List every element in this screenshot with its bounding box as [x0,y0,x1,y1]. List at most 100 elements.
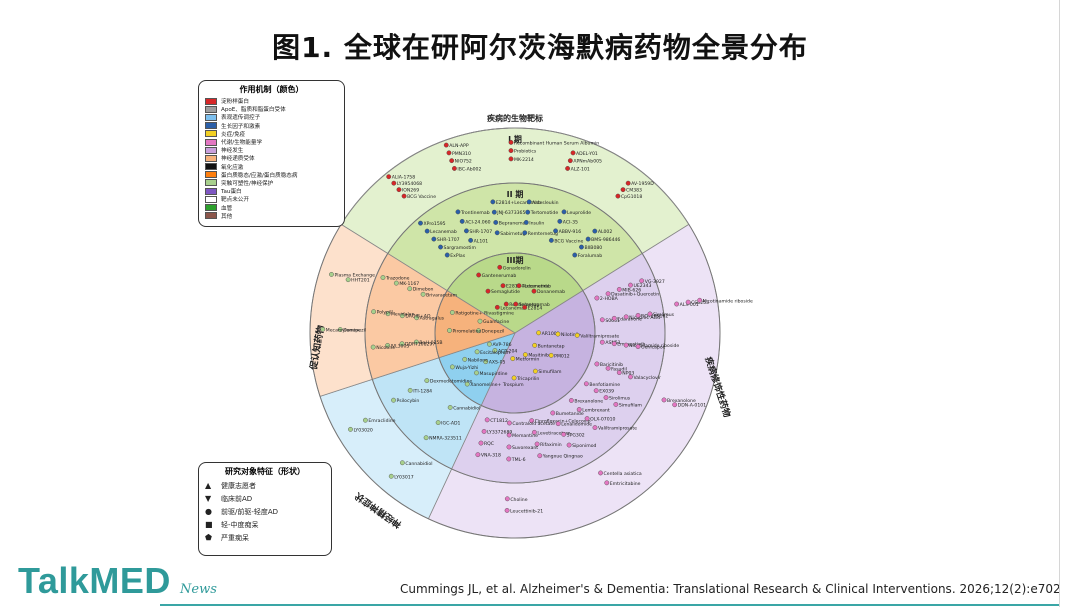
mechanism-color-swatch [205,171,217,179]
neuro-mid-drug-label: ITI-1284 [413,388,432,394]
dmt-mid-drug-label: OLX-07010 [590,417,615,423]
dmt-mid-drug-marker [616,370,622,375]
phase1-drug-marker [451,166,457,171]
mechanism-color-swatch [205,146,217,154]
dmt-mid-drug-marker [623,314,629,320]
dmt-mid-drug-marker [603,395,609,400]
dmt-outer-drug-label: Centella asiatica [604,471,642,477]
symptom-mid-drug-label: DDRT108297 [405,342,435,348]
phase2-drug-label: Aldesleukin [532,200,559,206]
phase3-drug-marker [497,264,503,270]
phase2-drug-marker [464,228,469,234]
phase3-drug-marker [500,283,506,289]
neuro-core-drug-marker [462,356,468,362]
shape-glyph-icon: ■ [205,520,213,529]
symptom-mid-drug-label: Astragalus [420,316,445,322]
symptom-core-drug-label: Rotigotine+ Rivastigmine [455,311,514,317]
citation-text: Cummings JL, et al. Alzheimer's & Dement… [400,582,1080,596]
shape-legend-item: ⬟严重痴呆 [199,531,331,544]
dmt-outer-drug-label: Leucettinib-21 [510,508,543,514]
phase1-drug-marker [565,166,571,171]
phase3-drug-marker [513,301,519,307]
phase1-drug-marker [567,158,573,164]
dmt-mid-drug-label: Sirolimus [609,396,631,402]
dmt-outer-drug-label: ALX-001 [680,302,699,308]
mechanism-color-swatch [205,179,217,187]
phase1-drug-label: Probiotics [514,149,537,155]
symptom-outer-drug-label: HHT201 [351,278,370,284]
dmt-mid-drug-marker [475,452,481,458]
inner-ring-outline [434,252,596,414]
mechanism-legend-item: 其他 [199,212,344,220]
neuro-outer-drug-label: LY03020 [353,427,372,433]
phase1-drug-label: ADEL-Y01 [576,151,598,157]
phase1-drug-marker [443,142,449,148]
dmt-mid-drug-marker [613,402,619,407]
phase2-drug-label: Insulin [529,220,544,226]
phase1-drug-marker [401,193,407,199]
phase1-drug-marker [446,150,452,156]
dmt-mid-drug-label: Contraloid acetate [512,421,555,427]
phase3-drug-label: Solanezumab [519,302,550,308]
shape-legend-title: 研究对象特征（形状） [225,467,305,476]
phase1-drug-marker [620,187,626,193]
shape-glyph-icon: ▼ [205,494,212,503]
dmt-mid-drug-marker [555,421,561,427]
mechanism-legend-item: 炎症/免疫 [199,130,344,138]
shape-legend-item: ▼临床前AD [199,492,331,505]
dmt-mid-drug-marker [566,442,572,448]
mechanism-color-swatch [205,195,217,203]
dmt-mid-drug-label: Bumetanide [556,411,584,417]
neuro-core-drug-label: Masupirdine [479,371,507,377]
symptom-outer-drug-marker [337,327,343,332]
phase1-drug-label: NIO752 [455,159,472,165]
dmt-core-drug-marker [532,342,538,348]
mechanism-legend-title: 作用机制（颜色） [239,85,304,94]
dmt-mid-drug-label: Fasudil [611,366,627,372]
dmt-core-drug-label: Nilotinib [561,332,580,338]
dmt-mid-drug-marker [537,453,543,459]
neuro-mid-drug-label: Cannabidiol [453,405,480,411]
symptom-mid-drug-marker [420,291,426,297]
mechanism-color-swatch [205,204,217,212]
mechanism-color-swatch [205,154,217,162]
dmt-mid-drug-label: Benfotiamine [589,382,620,388]
neuro-core-drug-label: ACP-204 [498,348,517,354]
dmt-mid-drug-marker [628,282,633,288]
phase1-drug-label: ION269 [402,188,419,194]
symptom-mid-drug-label: MK-1167 [399,281,419,287]
phase2-drug-marker [553,228,558,234]
middle-ring-outline [364,182,666,484]
mechanism-color-swatch [205,187,217,195]
symptom-mid-drug-label: BnH-015B [419,340,442,346]
neuro-outer-drug-marker [363,417,368,423]
phase3-drug-label: Gantenerumab [482,273,517,279]
dmt-mid-drug-marker [593,388,599,394]
phase2-drug-marker [585,236,591,242]
phase2-drug-marker [561,209,567,215]
symptom-mid-drug-marker [385,311,391,317]
neuro-mid-drug-marker [391,397,396,403]
neuro-core-drug-label: AXS-05 [489,360,506,366]
dmt-mid-drug-marker [506,444,512,450]
phase3-drug-marker [522,304,528,310]
phase1-drug-label: APNmAb005 [573,159,602,165]
dmt-outer-drug-marker [685,299,691,305]
shape-legend-item: ●前驱/前驱-轻度AD [199,505,331,518]
dmt-mid-drug-marker [584,416,590,421]
symptom-mid-drug-marker [414,315,420,321]
neuro-core-drug-label: Escitalopram [480,350,510,356]
dmt-mid-drug-label: MIB-626 [622,287,641,293]
neuro-mid-drug-marker [435,420,441,425]
dmt-outer-drug-label: CS6253 [691,300,709,306]
neuro-core-drug-marker [449,364,455,370]
dmt-mid-drug-marker [506,432,512,438]
neuro-core-drug-label: AVP-786 [492,342,511,348]
mechanism-legend-label: 代谢/生物能量学 [221,140,263,147]
phase2-drug-marker [522,230,528,236]
symptom-core-drug-marker [476,328,481,334]
symptom-core-drug-label: Donepezil [482,329,505,335]
footer-divider [160,604,1060,606]
symptom-mid-drug-label: DAOIB+AO [405,314,431,320]
dmt-mid-drug-label: Rifaximin [540,442,562,448]
